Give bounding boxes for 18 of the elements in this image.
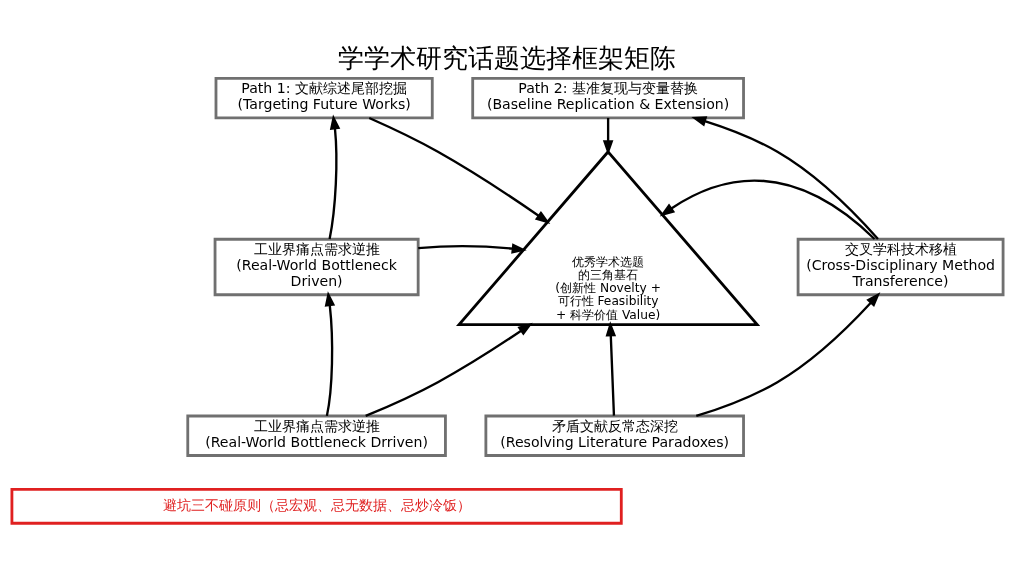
node-box: 矛盾文献反常态深挖 (Resolving Literature Paradoxes) [484, 414, 745, 457]
arrow [659, 179, 876, 240]
arrow [328, 113, 341, 239]
arrow [691, 115, 879, 240]
arrow [602, 117, 614, 155]
node-box: 避坑三不碰原则（忌宏观、忌无数据、忌炒冷饭） [10, 487, 623, 525]
node-box: 工业界痛点需求逆推 (Real-World Bottleneck Drriven) [186, 414, 447, 457]
arrow [324, 290, 336, 416]
diagram-title: 学学术研究话题选择框架矩陈 [338, 42, 677, 73]
arrow [695, 291, 881, 417]
arrow [605, 320, 617, 416]
arrow [365, 322, 533, 417]
node-box: 交叉学科技术移植 (Cross-Disciplinary Method Transference) [796, 237, 1005, 296]
arrow [368, 116, 551, 224]
arrow [418, 242, 527, 254]
node-box: 工业界痛点需求逆推 (Real-World Bottleneck Driven) [213, 237, 420, 296]
node-box: Path 1: 文献综述尾部挖掘 (Targeting Future Works) [214, 76, 434, 119]
node-box: Path 2: 基准复现与变量替换 (Baseline Replication & Extension) [471, 76, 745, 119]
